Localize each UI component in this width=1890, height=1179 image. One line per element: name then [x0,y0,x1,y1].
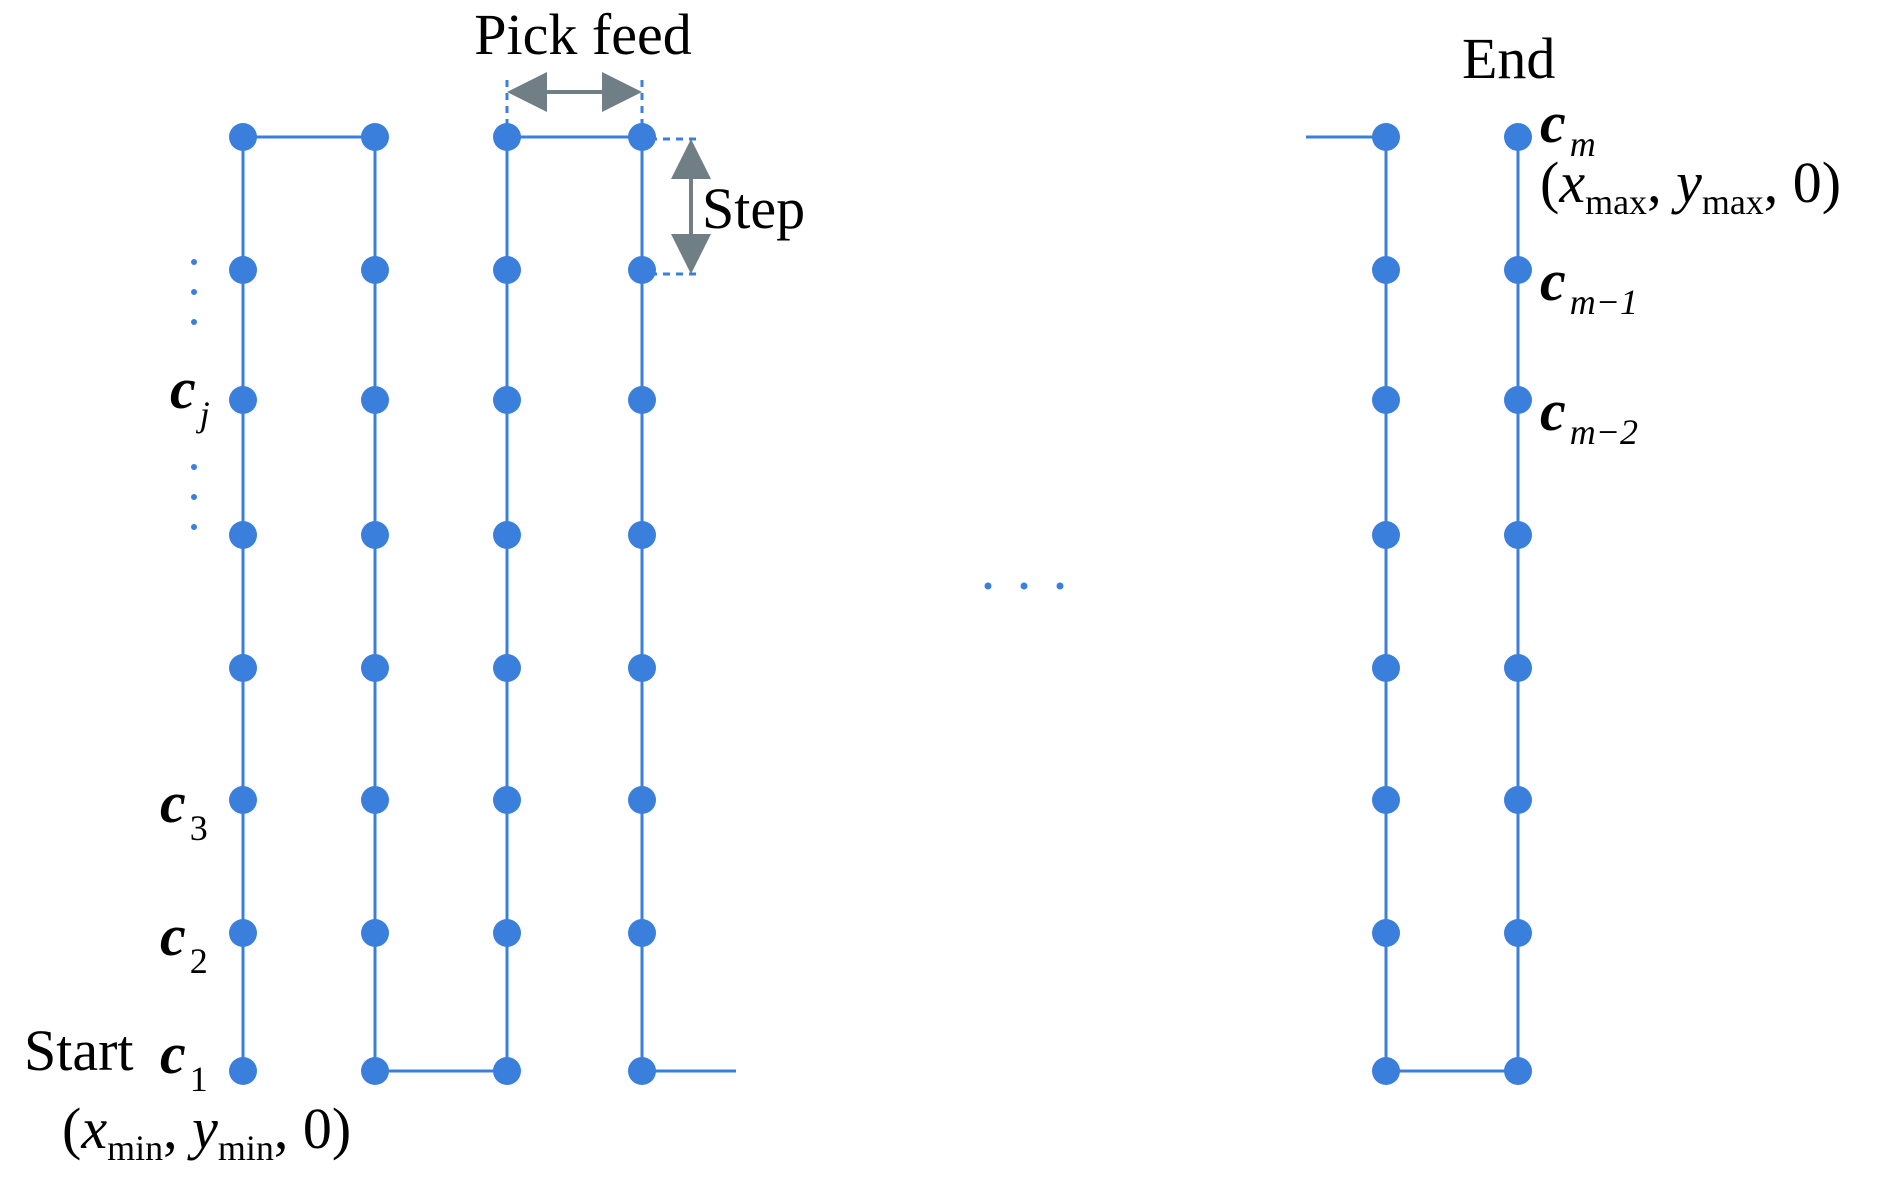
point-col3-row8 [493,1057,521,1085]
point-col2-row8 [361,1057,389,1085]
point-col1-row2 [229,256,257,284]
point-rcol2-row8 [1504,1057,1532,1085]
point-rcol1-row8 [1372,1057,1400,1085]
cutter-contact-points [229,123,1532,1085]
point-rcol2-row4 [1504,521,1532,549]
step-dimension: Step [650,137,805,276]
point-col4-row3 [628,386,656,414]
point-col1-row4 [229,521,257,549]
toolpath-lines [241,135,1520,1073]
point-rcol2-row6 [1504,786,1532,814]
point-col2-row6 [361,786,389,814]
point-col3-row2 [493,256,521,284]
horizontal-ellipsis [984,582,1064,590]
point-col1-row6 [229,786,257,814]
end-coordinate: (xmax, ymax, 0) [1540,150,1841,222]
start-coordinate: (xmin, ymin, 0) [62,1096,351,1168]
point-rcol2-row3 [1504,386,1532,414]
point-col2-row1 [361,123,389,151]
step-label: Step [702,176,805,241]
point-col1-row5 [229,654,257,682]
pick-feed-label: Pick feed [474,2,691,67]
point-col4-row8 [628,1057,656,1085]
point-col2-row5 [361,654,389,682]
point-col2-row3 [361,386,389,414]
pick-feed-dimension: Pick feed [474,2,692,128]
point-col3-row7 [493,919,521,947]
point-col3-row5 [493,654,521,682]
point-col4-row2 [628,256,656,284]
point-rcol2-row7 [1504,919,1532,947]
point-col3-row6 [493,786,521,814]
point-col2-row7 [361,919,389,947]
point-rcol2-row1 [1504,123,1532,151]
end-label: End [1462,26,1555,91]
point-col4-row6 [628,786,656,814]
point-col4-row1 [628,123,656,151]
point-rcol1-row5 [1372,654,1400,682]
point-rcol1-row4 [1372,521,1400,549]
point-rcol1-row7 [1372,919,1400,947]
point-rcol1-row1 [1372,123,1400,151]
point-col1-row1 [229,123,257,151]
point-rcol2-row2 [1504,256,1532,284]
point-col2-row2 [361,256,389,284]
point-col3-row3 [493,386,521,414]
point-col3-row1 [493,123,521,151]
point-col4-row5 [628,654,656,682]
point-col1-row7 [229,919,257,947]
point-col4-row7 [628,919,656,947]
vertical-ellipsis-lower [191,464,197,530]
point-col1-row3 [229,386,257,414]
point-col4-row4 [628,521,656,549]
point-rcol2-row5 [1504,654,1532,682]
vertical-ellipsis-upper [191,259,197,325]
point-rcol1-row6 [1372,786,1400,814]
start-label: Start [24,1018,134,1083]
point-col1-row8 [229,1057,257,1085]
point-col2-row4 [361,521,389,549]
point-col3-row4 [493,521,521,549]
point-rcol1-row2 [1372,256,1400,284]
point-rcol1-row3 [1372,386,1400,414]
